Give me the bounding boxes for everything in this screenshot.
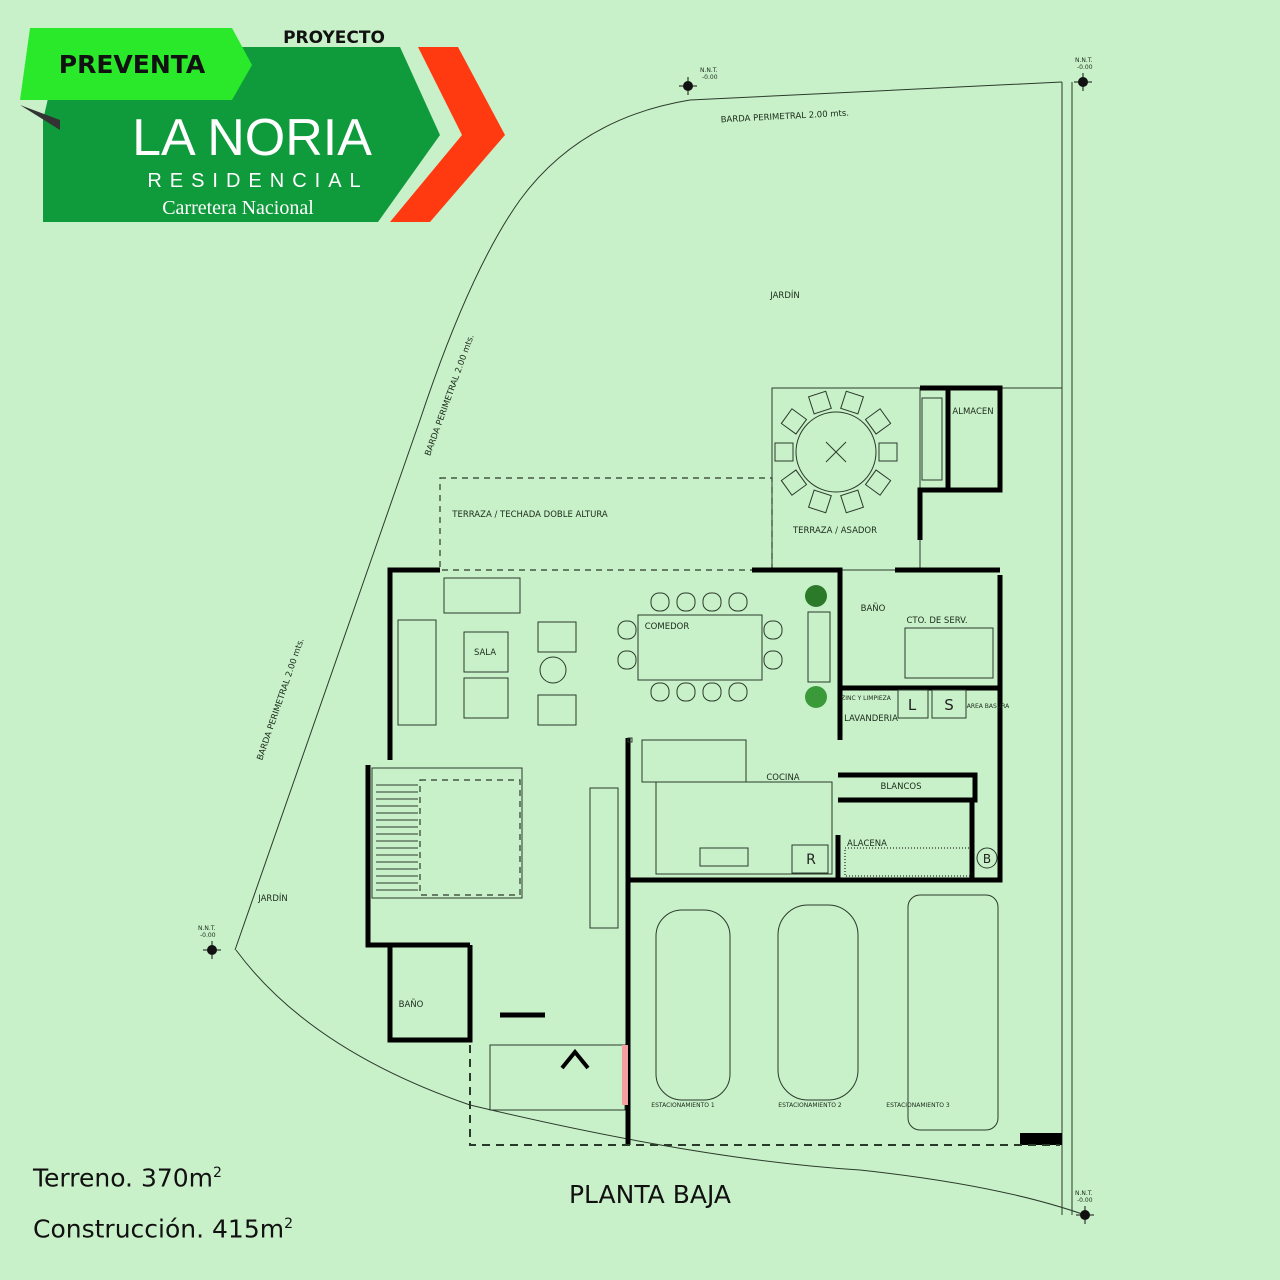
logo-name: LA NORIA bbox=[132, 109, 372, 167]
room-label-bano-visitas: BAÑO bbox=[399, 999, 424, 1010]
room-label-blancos: BLANCOS bbox=[881, 782, 922, 792]
garage bbox=[469, 894, 1060, 1146]
room-label-terraza-techada: TERRAZA / TECHADA DOBLE ALTURA bbox=[451, 510, 608, 520]
chair bbox=[617, 650, 637, 670]
room-label-bano-servicio: BAÑO bbox=[861, 603, 886, 614]
room-label-terraza-asador: TERRAZA / ASADOR bbox=[792, 526, 877, 536]
parking-label-1: ESTACIONAMIENTO 1 bbox=[651, 1102, 715, 1109]
logo-preventa: PREVENTA bbox=[59, 50, 206, 79]
garden-label: JARDÍN bbox=[769, 289, 800, 301]
chair bbox=[780, 408, 808, 435]
stairs bbox=[371, 767, 523, 899]
svg-text:N.N.T.: N.N.T. bbox=[1075, 1190, 1093, 1197]
room-label-lavanderia: LAVANDERIA bbox=[844, 714, 898, 724]
level-marker: N.N.T.-0.00 bbox=[1074, 57, 1093, 91]
chair bbox=[763, 620, 783, 640]
room-label-cocina: COCINA bbox=[766, 773, 799, 783]
level-marker: N.N.T.-0.00 bbox=[198, 925, 221, 959]
room-label-alacena: ALACENA bbox=[847, 839, 887, 849]
logo-subtitle: RESIDENCIAL bbox=[147, 170, 368, 192]
room-label-cuarto-servicio: CTO. DE SERV. bbox=[906, 616, 967, 626]
construccion-area: Construcción. 415m2 bbox=[33, 1214, 294, 1244]
living-furniture bbox=[397, 577, 831, 929]
room-label-comedor: COMEDOR bbox=[645, 622, 690, 632]
chair bbox=[650, 592, 670, 612]
chair bbox=[780, 469, 808, 496]
chair bbox=[807, 489, 832, 514]
barda-label: BARDA PERIMETRAL 2.00 mts. bbox=[720, 109, 849, 126]
chair bbox=[728, 592, 748, 612]
chair bbox=[676, 682, 696, 702]
svg-text:-0.00: -0.00 bbox=[1077, 1197, 1093, 1204]
dining-table bbox=[617, 592, 783, 702]
logo: PREVENTA PROYECTO LA NORIA RESIDENCIAL C… bbox=[20, 28, 505, 222]
chair bbox=[763, 650, 783, 670]
room-label-zinc: ZINC Y LIMPIEZA bbox=[841, 695, 892, 702]
chair bbox=[807, 390, 832, 415]
svg-text:-0.00: -0.00 bbox=[200, 932, 216, 939]
parking-label-3: ESTACIONAMIENTO 3 bbox=[886, 1102, 950, 1109]
garden-label: JARDÍN bbox=[257, 892, 288, 904]
chair bbox=[650, 682, 670, 702]
area-summary: Terreno. 370m2 Construcción. 415m2 bbox=[33, 1150, 293, 1253]
chair bbox=[840, 489, 865, 514]
room-label-almacen: ALMACEN bbox=[952, 407, 993, 417]
boiler-label: B bbox=[983, 852, 991, 866]
kitchen-furniture bbox=[641, 397, 998, 877]
chair bbox=[864, 408, 892, 435]
plan-title: PLANTA BAJA bbox=[568, 1180, 732, 1209]
svg-text:-0.00: -0.00 bbox=[702, 74, 718, 81]
fridge-label: R bbox=[806, 852, 816, 868]
svg-text:N.N.T.: N.N.T. bbox=[700, 67, 718, 74]
chair bbox=[617, 620, 637, 640]
level-marker: N.N.T.-0.00 bbox=[1075, 1190, 1094, 1224]
svg-text:-0.00: -0.00 bbox=[1077, 64, 1093, 71]
room-labels: ALMACEN BAÑO CTO. DE SERV. SALA COMEDOR … bbox=[399, 407, 1011, 1109]
logo-proyecto: PROYECTO bbox=[283, 28, 385, 48]
room-label-sala: SALA bbox=[474, 648, 496, 658]
logo-location: Carretera Nacional bbox=[162, 197, 314, 219]
washer-label: L bbox=[908, 696, 917, 714]
chair bbox=[864, 469, 892, 496]
level-marker: N.N.T.-0.00 bbox=[679, 67, 718, 95]
chair bbox=[878, 442, 898, 462]
property-boundary bbox=[234, 81, 1086, 1216]
walls bbox=[365, 385, 1062, 1145]
chair bbox=[774, 442, 794, 462]
chair bbox=[840, 390, 865, 415]
dryer-label: S bbox=[944, 696, 954, 714]
terraces bbox=[439, 387, 921, 571]
chair bbox=[676, 592, 696, 612]
terreno-area: Terreno. 370m2 bbox=[33, 1163, 222, 1193]
svg-text:N.N.T.: N.N.T. bbox=[1075, 57, 1093, 64]
barda-label: BARDA PERIMETRAL 2.00 mts. bbox=[423, 333, 476, 457]
chair bbox=[702, 592, 722, 612]
barda-label: BARDA PERIMETRAL 2.00 mts. bbox=[255, 637, 306, 762]
room-label-area-basura: AREA BASURA bbox=[967, 703, 1010, 710]
parking-label-2: ESTACIONAMIENTO 2 bbox=[778, 1102, 842, 1109]
level-markers: N.N.T.-0.00 N.N.T.-0.00 N.N.T.-0.00 N.N.… bbox=[198, 57, 1094, 1224]
chair bbox=[728, 682, 748, 702]
chair bbox=[702, 682, 722, 702]
svg-text:N.N.T.: N.N.T. bbox=[198, 925, 216, 932]
